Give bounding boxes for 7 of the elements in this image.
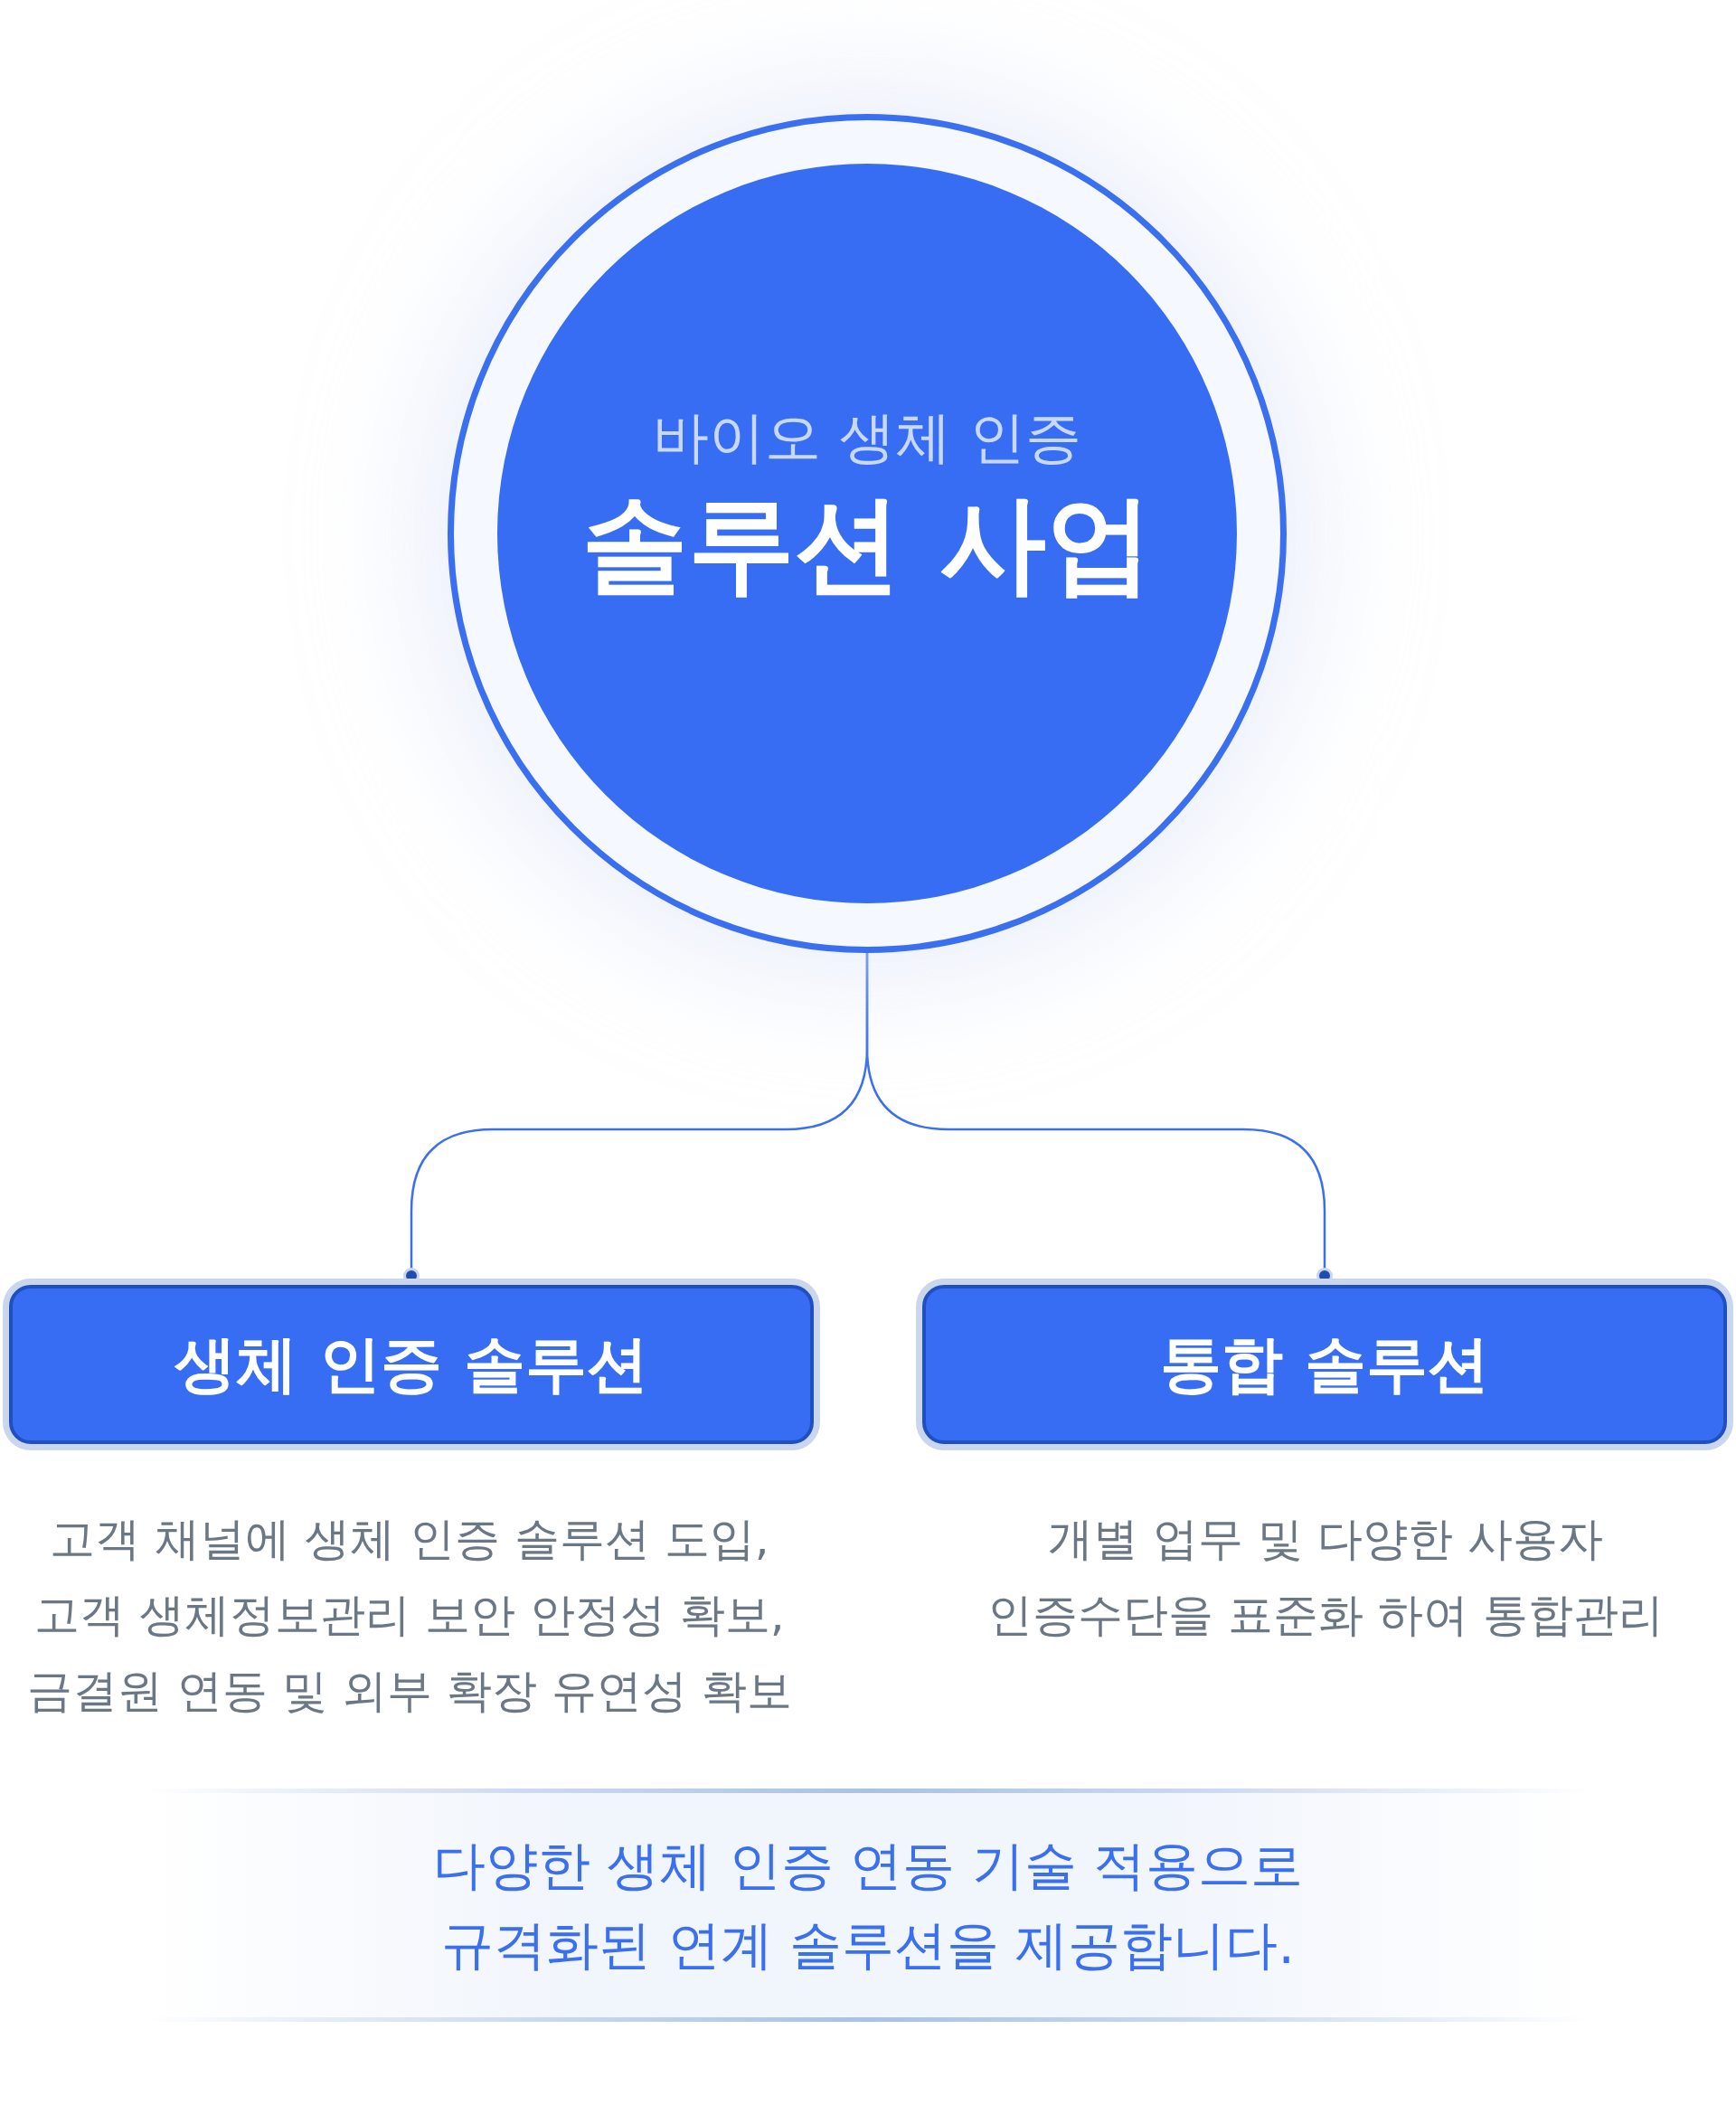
box-title: 생체 인증 솔루션 [175,1326,648,1402]
description-text: 개별 업무 및 다양한 사용자 인증수단을 표준화 하여 통합관리 [986,1512,1665,1643]
box-title: 통합 솔루션 [1160,1326,1489,1402]
subtitle-text: 바이오 생체 인증 [653,404,1081,472]
title-text: 솔루션 사업 [581,480,1153,609]
summary-text: 다양한 생체 인증 연동 기술 적용으로 규격화된 연계 솔루션을 제공합니다. [431,1834,1305,1978]
description-text: 고객 채널에 생체 인증 솔루션 도입, 고객 생체정보관리 보안 안정성 확보, 금결원 연동 및 외부 확장 유연성 확보 [26,1512,793,1719]
